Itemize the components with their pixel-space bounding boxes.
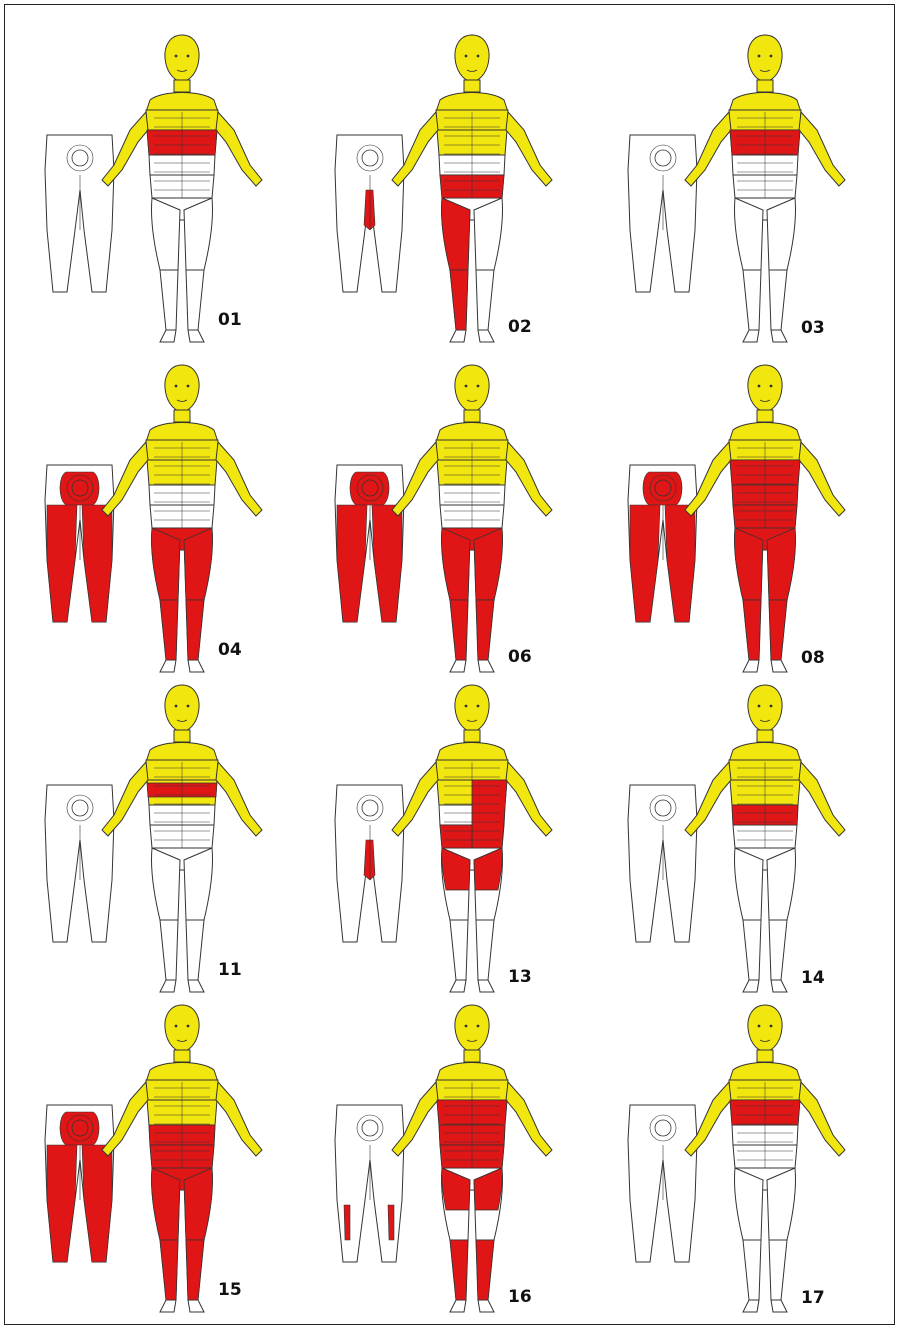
dermatome-figure-11: 11 — [22, 680, 292, 1000]
front-view — [392, 35, 552, 342]
back-view — [335, 1105, 404, 1262]
figure-label: 03 — [801, 318, 825, 338]
figure-label: 17 — [801, 1288, 825, 1308]
back-view — [628, 465, 697, 622]
figure-label: 15 — [218, 1280, 242, 1300]
figure-label: 06 — [508, 647, 532, 667]
back-view — [45, 135, 114, 292]
figure-label: 02 — [508, 317, 532, 337]
body-diagram — [22, 360, 292, 680]
dermatome-figure-15: 15 — [22, 1000, 292, 1320]
figure-label: 16 — [508, 1287, 532, 1307]
front-view — [685, 365, 845, 672]
dermatome-figure-01: 01 — [22, 30, 292, 350]
front-view — [392, 365, 552, 672]
body-diagram — [22, 680, 292, 1000]
body-diagram — [605, 30, 875, 350]
back-view — [335, 135, 404, 292]
dermatome-figure-16: 16 — [312, 1000, 582, 1320]
back-view — [628, 785, 697, 942]
figure-label: 14 — [801, 968, 825, 988]
body-diagram — [605, 360, 875, 680]
front-view — [392, 685, 552, 992]
body-diagram — [312, 30, 582, 350]
body-diagram — [22, 1000, 292, 1320]
figure-label: 04 — [218, 640, 242, 660]
front-view — [102, 35, 262, 342]
body-diagram — [605, 680, 875, 1000]
figure-label: 11 — [218, 960, 242, 980]
back-view — [45, 465, 114, 622]
front-view — [102, 685, 262, 992]
dermatome-figure-17: 17 — [605, 1000, 875, 1320]
body-diagram — [605, 1000, 875, 1320]
dermatome-figure-02: 02 — [312, 30, 582, 350]
front-view — [685, 1005, 845, 1312]
front-view — [102, 1005, 262, 1312]
front-view — [102, 365, 262, 672]
body-diagram — [312, 1000, 582, 1320]
back-view — [45, 1105, 114, 1262]
figure-label: 13 — [508, 967, 532, 987]
front-view — [685, 685, 845, 992]
figure-label: 01 — [218, 310, 242, 330]
dermatome-figure-04: 04 — [22, 360, 292, 680]
dermatome-figure-03: 03 — [605, 30, 875, 350]
back-view — [628, 135, 697, 292]
body-diagram — [22, 30, 292, 350]
front-view — [392, 1005, 552, 1312]
figure-label: 08 — [801, 648, 825, 668]
dermatome-figure-06: 06 — [312, 360, 582, 680]
dermatome-figure-13: 13 — [312, 680, 582, 1000]
back-view — [335, 785, 404, 942]
dermatome-figure-08: 08 — [605, 360, 875, 680]
body-diagram — [312, 360, 582, 680]
dermatome-figure-14: 14 — [605, 680, 875, 1000]
back-view — [45, 785, 114, 942]
body-diagram — [312, 680, 582, 1000]
back-view — [335, 465, 404, 622]
back-view — [628, 1105, 697, 1262]
front-view — [685, 35, 845, 342]
